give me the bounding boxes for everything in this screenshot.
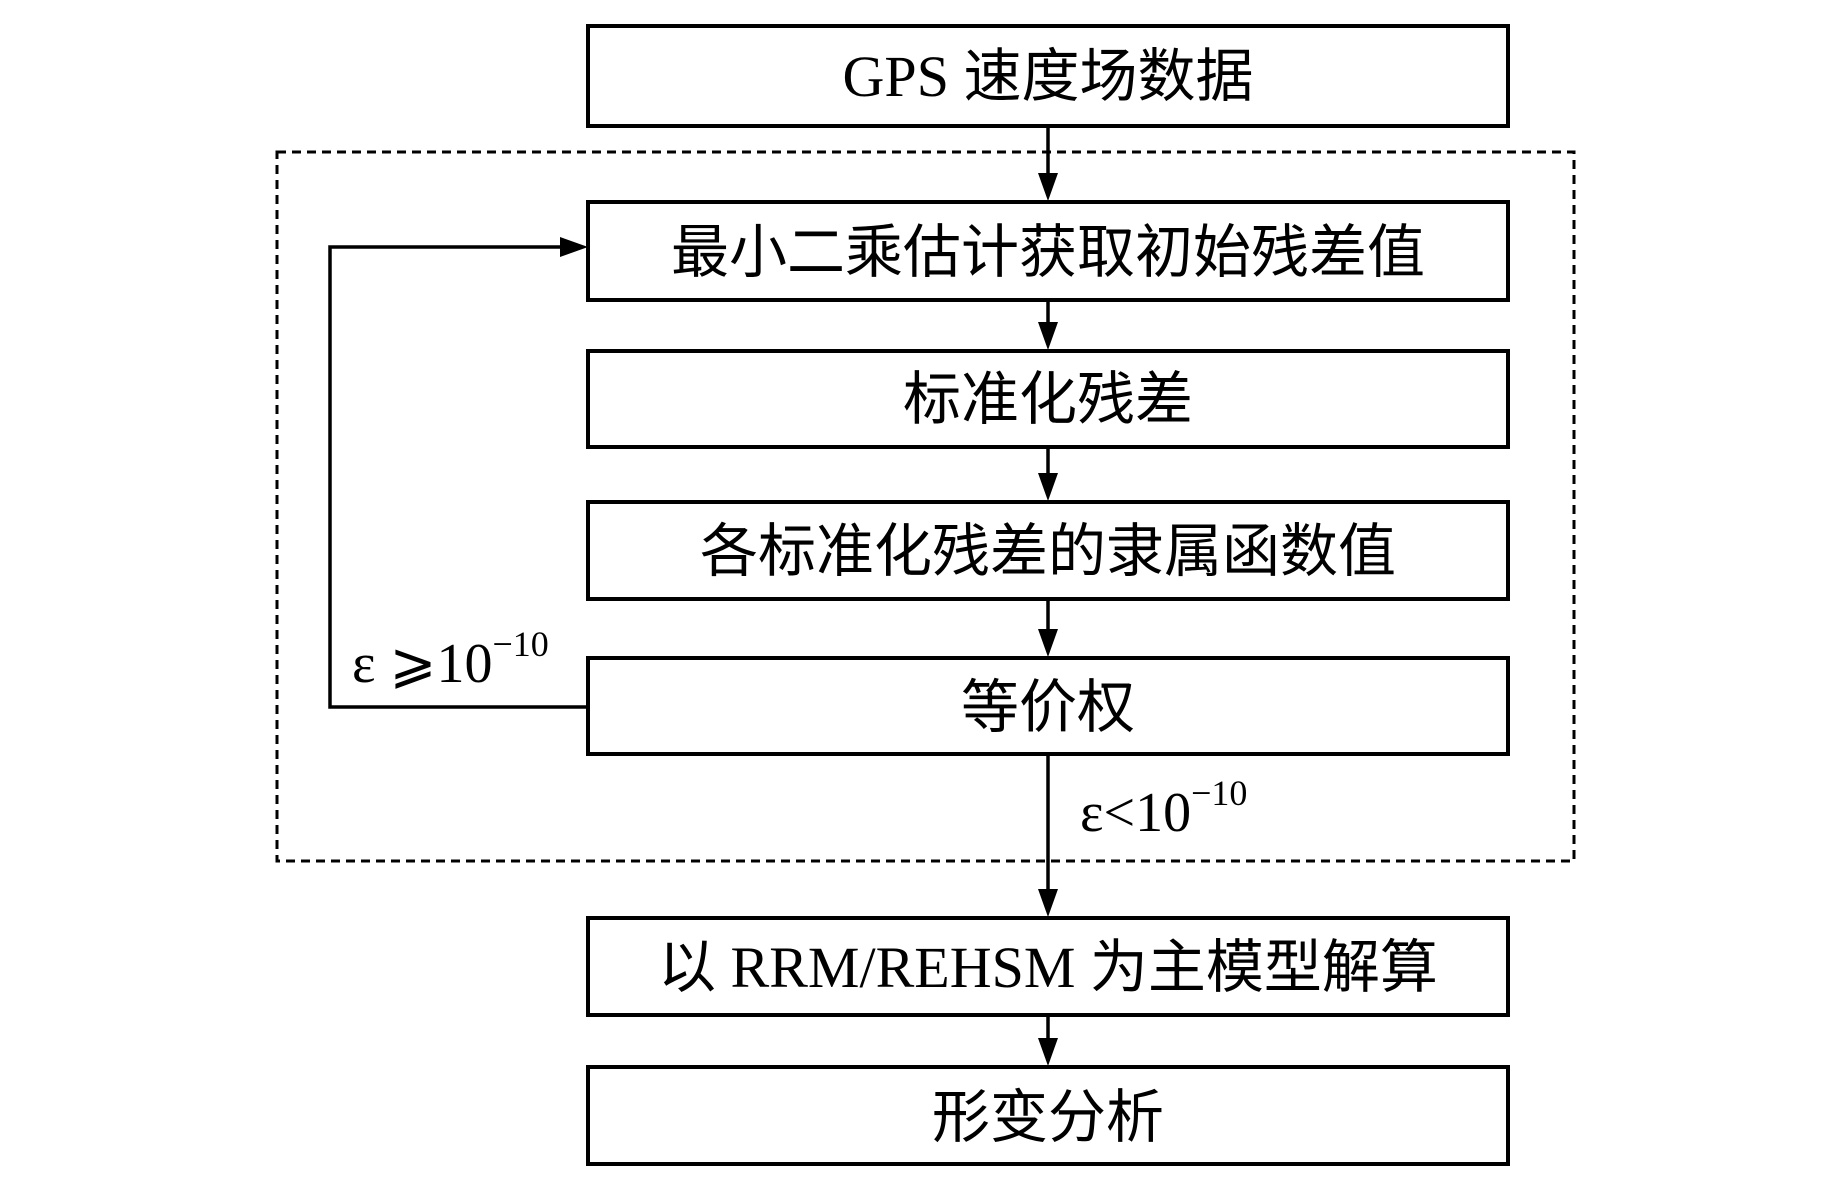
node-gps-box — [586, 24, 1510, 128]
loop-condition-label: ε ⩾10−10 — [352, 624, 549, 695]
node-gps: GPS 速度场数据 — [586, 24, 1510, 128]
arrowhead-membership-to-equiv — [1038, 629, 1058, 657]
exit-condition-base: ε<10 — [1080, 782, 1191, 844]
exit-condition-exponent: −10 — [1191, 773, 1247, 813]
arrowhead-std-to-membership — [1038, 473, 1058, 501]
node-solve-box — [586, 916, 1510, 1017]
feedback-loop-line — [328, 245, 588, 709]
node-lsq-label: 最小二乘估计获取初始残差值 — [671, 220, 1425, 285]
exit-condition-label: ε<10−10 — [1080, 773, 1247, 844]
iteration-group-border — [275, 150, 1576, 863]
node-gps-label: GPS 速度场数据 — [843, 44, 1254, 109]
node-membership-label: 各标准化残差的隶属函数值 — [700, 519, 1396, 584]
node-lsq-box — [586, 200, 1510, 302]
node-analysis: 形变分析 — [586, 1065, 1510, 1166]
arrowhead-equiv-to-solve — [1038, 889, 1058, 917]
node-equiv-label: 等价权 — [961, 675, 1135, 740]
node-membership-box — [586, 500, 1510, 601]
node-membership: 各标准化残差的隶属函数值 — [586, 500, 1510, 601]
node-lsq: 最小二乘估计获取初始残差值 — [586, 200, 1510, 302]
arrowhead-gps-to-lsq — [1038, 173, 1058, 201]
feedback-arrowhead — [560, 237, 588, 257]
node-equiv-box — [586, 656, 1510, 756]
node-solve: 以 RRM/REHSM 为主模型解算 — [586, 916, 1510, 1017]
node-std-label: 标准化残差 — [903, 367, 1193, 432]
arrowhead-solve-to-analysis — [1038, 1038, 1058, 1066]
loop-condition-base: ε ⩾10 — [352, 633, 492, 695]
node-std: 标准化残差 — [586, 349, 1510, 449]
node-equiv: 等价权 — [586, 656, 1510, 756]
loop-condition-exponent: −10 — [492, 624, 548, 664]
node-solve-label: 以 RRM/REHSM 为主模型解算 — [658, 935, 1438, 1000]
node-analysis-box — [586, 1065, 1510, 1166]
node-analysis-label: 形变分析 — [932, 1085, 1164, 1150]
node-std-box — [586, 349, 1510, 449]
arrowhead-lsq-to-std — [1038, 322, 1058, 350]
